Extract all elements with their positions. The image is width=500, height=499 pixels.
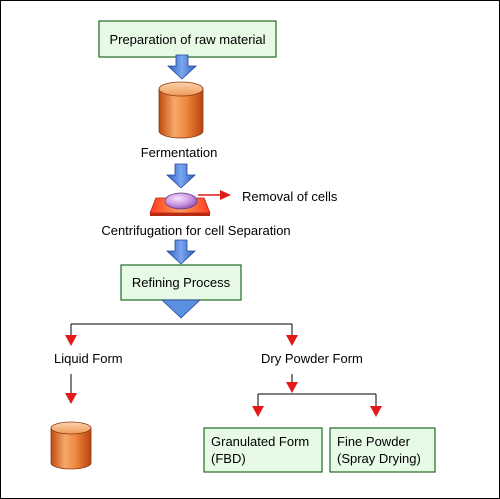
dry-arrowhead [286,335,298,346]
fine-powder-label-line1: Fine Powder [337,434,411,449]
granulated-label-line1: Granulated Form [211,434,309,449]
flow-arrow-3 [165,239,197,265]
centrifugation-label: Centrifugation for cell Separation [101,223,290,238]
fine-arrowhead [370,406,382,417]
liquid-form-label: Liquid Form [54,351,123,366]
removal-arrow [198,190,231,200]
fermentation-label: Fermentation [141,145,218,160]
liquid-down-arrowhead [65,393,77,404]
raw-material-label: Preparation of raw material [109,32,265,47]
granulated-arrowhead [252,406,264,417]
removal-label: Removal of cells [242,189,338,204]
second-split-connector [257,393,377,407]
raw-material-box: Preparation of raw material [98,20,277,58]
flow-arrow-2 [165,163,197,189]
granulated-label-line2: (FBD) [211,451,246,466]
split-triangle [160,299,202,319]
dry-down-arrowhead [286,382,298,393]
split-connector [70,323,293,336]
granulated-form-box: Granulated Form (FBD) [203,427,323,473]
fermentation-tank-icon [158,81,204,139]
refining-process-box: Refining Process [120,264,242,301]
refining-label: Refining Process [132,275,231,290]
liquid-arrowhead [65,335,77,346]
fine-powder-label-line2: (Spray Drying) [337,451,421,466]
centrifuge-icon [149,192,211,216]
flow-arrow-1 [166,54,198,80]
fine-powder-box: Fine Powder (Spray Drying) [329,427,436,473]
dry-powder-label: Dry Powder Form [261,351,363,366]
liquid-tank-icon [50,421,92,470]
